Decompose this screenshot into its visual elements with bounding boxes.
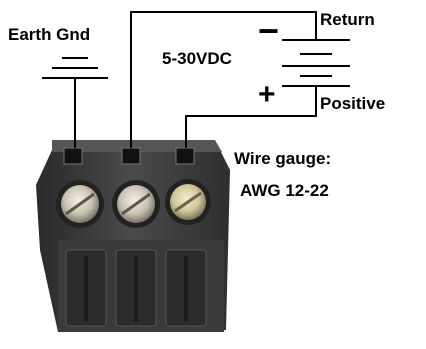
screw-positive-slot: [174, 191, 202, 213]
terminal-block: [36, 140, 230, 332]
earth-gnd-label: Earth Gnd: [8, 25, 90, 44]
pin-socket-positive: [175, 147, 195, 165]
pin-socket-earth: [63, 147, 83, 165]
screw-earth-slot: [65, 192, 95, 216]
wire-positive: [185, 86, 317, 148]
minus-symbol: −: [258, 10, 279, 51]
awg-label: AWG 12-22: [240, 181, 329, 200]
positive-label: Positive: [320, 94, 385, 113]
plus-symbol: +: [258, 78, 276, 111]
screw-return-slot: [121, 192, 151, 216]
earth-ground-symbol: [42, 57, 108, 79]
battery-symbol: [282, 39, 350, 87]
return-label: Return: [320, 10, 375, 29]
wire-gauge-label: Wire gauge:: [234, 149, 331, 168]
pin-socket-return: [121, 147, 141, 165]
wires: [74, 11, 317, 148]
voltage-label: 5-30VDC: [162, 49, 232, 68]
wire-return: [130, 11, 317, 148]
